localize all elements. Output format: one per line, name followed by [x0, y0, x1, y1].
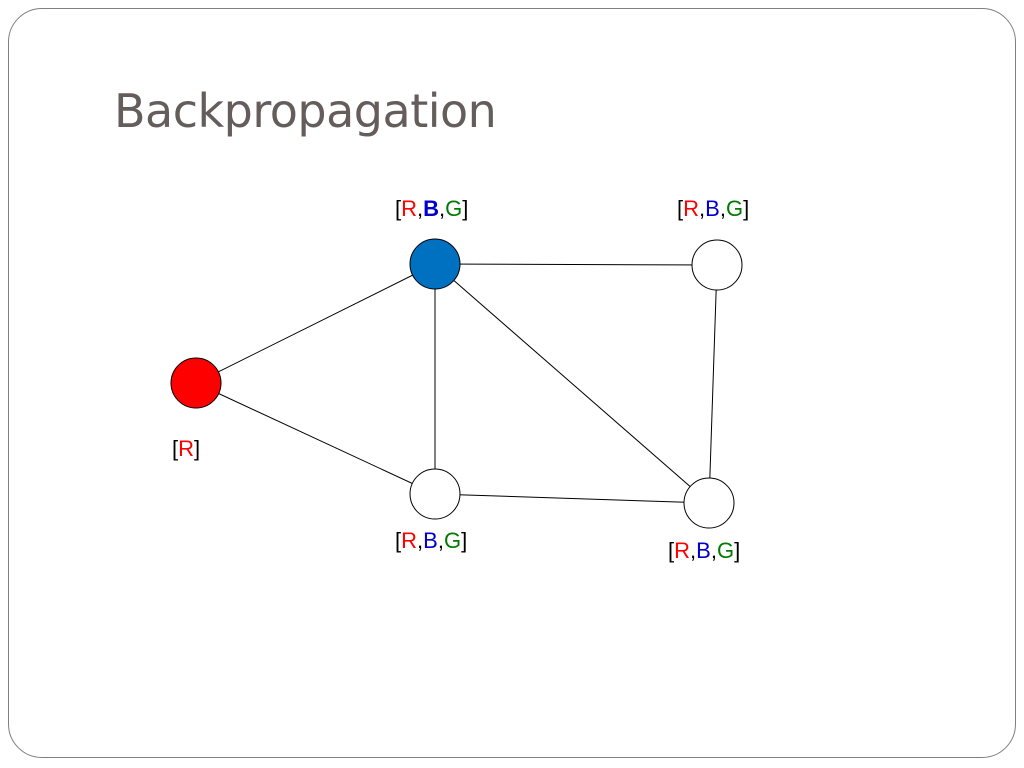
- label-color-g: G: [443, 528, 462, 553]
- label-close-bracket: ]: [194, 436, 201, 461]
- label-color-r: R: [401, 528, 418, 553]
- edge-red-node-to-bottom-middle-node: [195, 382, 436, 495]
- edge-blue-node-to-bottom-right-node: [434, 263, 710, 504]
- label-color-r: R: [674, 538, 691, 563]
- label-open-bracket: [: [668, 538, 675, 563]
- label-comma: ,: [437, 528, 444, 553]
- label-comma: ,: [417, 196, 424, 221]
- label-color-b: B: [423, 528, 438, 553]
- label-color-g: G: [445, 196, 463, 221]
- label-open-bracket: [: [395, 528, 402, 553]
- label-close-bracket: ]: [462, 196, 469, 221]
- slide-title: Backpropagation: [114, 84, 497, 138]
- label-open-bracket: [: [172, 436, 179, 461]
- red-node-label: [R]: [172, 438, 200, 460]
- blue-node: [409, 238, 461, 290]
- label-color-r: R: [683, 196, 700, 221]
- label-open-bracket: [: [677, 196, 684, 221]
- label-color-b: B: [705, 196, 720, 221]
- label-close-bracket: ]: [734, 538, 741, 563]
- label-comma: ,: [439, 196, 446, 221]
- label-color-b: B: [696, 538, 711, 563]
- edge-blue-node-to-top-right-node: [434, 263, 718, 266]
- label-comma: ,: [417, 528, 424, 553]
- label-comma: ,: [699, 196, 706, 221]
- label-comma: ,: [690, 538, 697, 563]
- label-color-g: G: [725, 196, 744, 221]
- top-right-node-label: [R,B,G]: [677, 198, 749, 220]
- label-close-bracket: ]: [743, 196, 750, 221]
- blue-node-label: [R,B,G]: [395, 198, 468, 220]
- bottom-right-node-label: [R,B,G]: [668, 540, 740, 562]
- label-color-r: R: [401, 196, 418, 221]
- bottom-right-node: [683, 477, 735, 529]
- label-close-bracket: ]: [461, 528, 468, 553]
- label-color-r: R: [178, 436, 195, 461]
- bottom-middle-node-label: [R,B,G]: [395, 530, 467, 552]
- label-color-b: B: [423, 196, 440, 221]
- edge-top-right-node-to-bottom-right-node: [708, 264, 718, 504]
- edge-red-node-to-blue-node: [195, 263, 436, 384]
- label-open-bracket: [: [395, 196, 402, 221]
- top-right-node: [691, 239, 743, 291]
- label-color-g: G: [716, 538, 735, 563]
- label-comma: ,: [719, 196, 726, 221]
- label-comma: ,: [710, 538, 717, 563]
- bottom-middle-node: [409, 468, 461, 520]
- red-node: [170, 357, 222, 409]
- edge-bottom-middle-node-to-bottom-right-node: [434, 493, 710, 504]
